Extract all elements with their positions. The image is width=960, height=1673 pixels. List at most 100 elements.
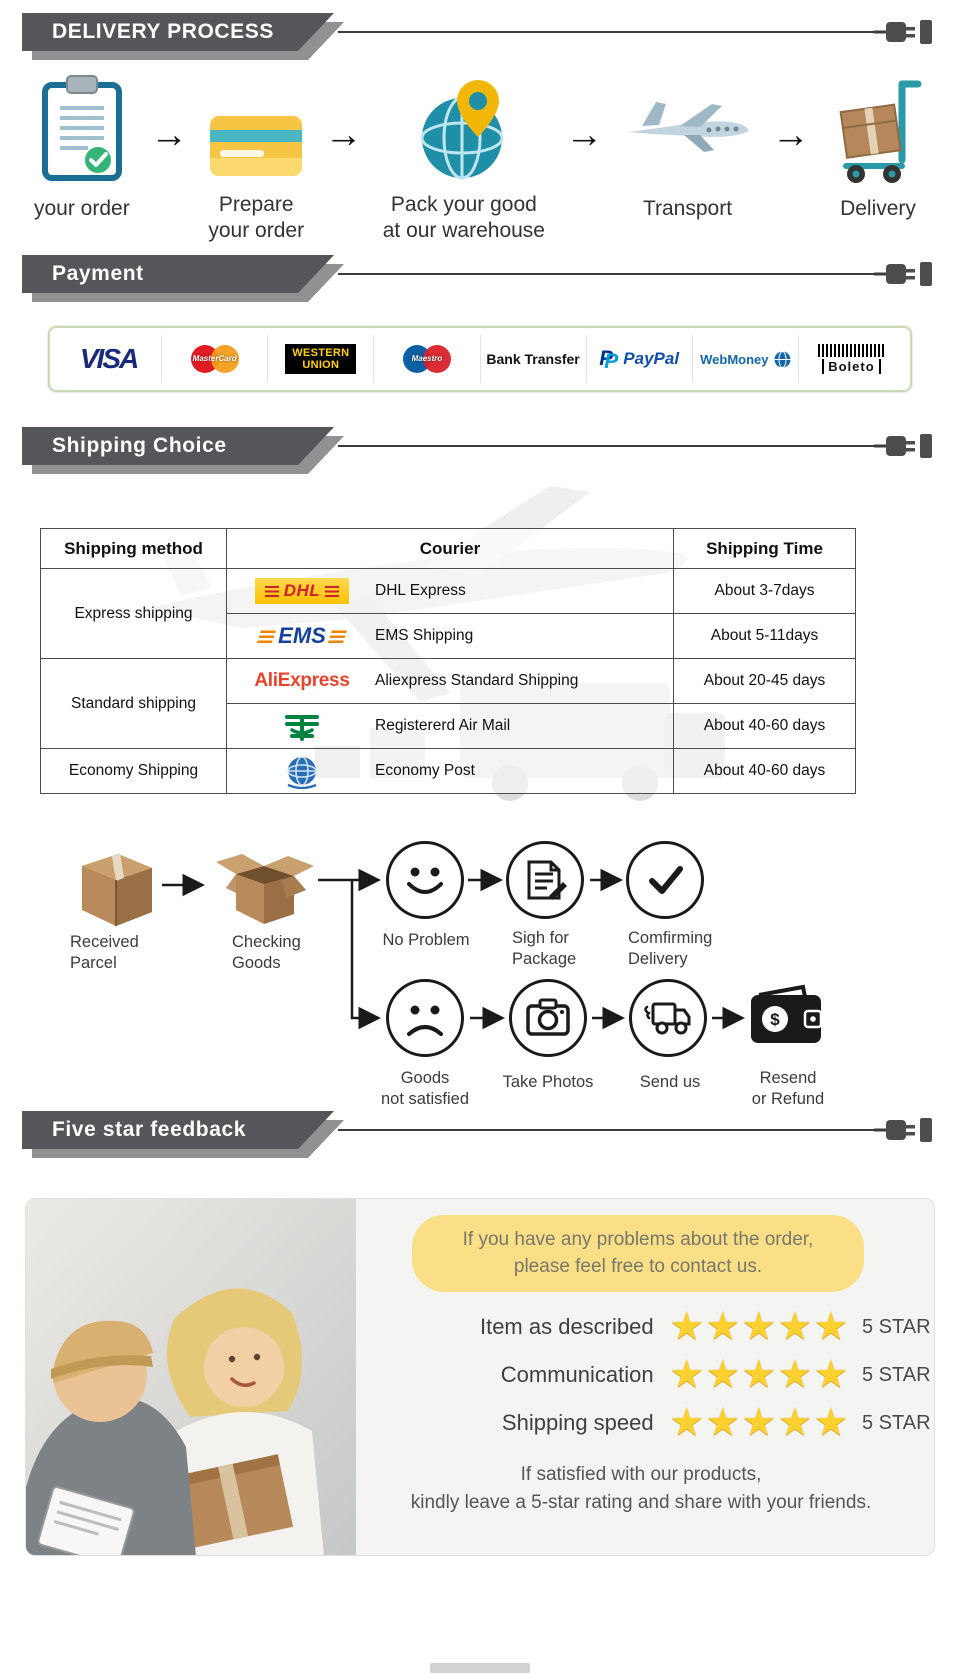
step-pack-warehouse: Pack your good at our warehouse — [383, 66, 545, 244]
payment-boleto: Boleto — [799, 335, 904, 383]
sad-face-icon — [386, 979, 464, 1057]
goods-not-satisfied-label: Goods not satisfied — [380, 1069, 470, 1109]
courier-name: Registererd Air Mail — [375, 717, 511, 734]
take-photos-label: Take Photos — [502, 1073, 594, 1091]
ratings-list: Item as described ★ ★ ★ ★ ★ 5 STAR Commu… — [362, 1303, 934, 1447]
step-label: Transport — [642, 197, 733, 220]
maestro-logo: Maestro — [400, 343, 454, 375]
divider-line — [338, 273, 874, 275]
economy-post-icon — [287, 756, 317, 789]
star-icon: ★ — [777, 1306, 814, 1348]
shipping-time: About 40-60 days — [673, 703, 856, 749]
boleto-logo: Boleto — [818, 344, 885, 374]
star-icon: ★ — [741, 1402, 778, 1444]
arrow-icon: → — [149, 114, 188, 156]
arrow-icon: → — [771, 114, 810, 156]
shipping-choice-title: Shipping Choice — [22, 427, 334, 465]
star-icon: ★ — [669, 1354, 706, 1396]
shipping-time: About 40-60 days — [673, 748, 856, 794]
camera-icon — [509, 979, 587, 1057]
contact-bubble: If you have any problems about the order… — [412, 1215, 864, 1293]
rating-label: Item as described — [479, 1314, 654, 1339]
rating-label: Shipping speed — [501, 1410, 654, 1435]
rating-value: 5 STAR — [862, 1411, 931, 1434]
delivery-process-banner: DELIVERY PROCESS — [22, 12, 944, 52]
feedback-footer-text: If satisfied with our products, kindly l… — [410, 1464, 872, 1513]
shipping-time: About 3-7days — [673, 568, 856, 614]
payment-bank-transfer: Bank Transfer — [481, 335, 587, 383]
payment-western-union: WESTERN UNION — [268, 335, 375, 383]
col-shipping-time: Shipping Time — [673, 528, 856, 569]
courier-name: DHL Express — [375, 582, 466, 599]
payment-webmoney: WebMoney — [693, 335, 799, 383]
banner-flag: Shipping Choice — [22, 427, 334, 465]
payment-title: Payment — [22, 255, 334, 293]
wallet-refund-icon: $ — [751, 984, 823, 1043]
payment-visa: VISA — [56, 335, 163, 383]
western-union-logo: WESTERN UNION — [285, 343, 357, 375]
banner-flag: Five star feedback — [22, 1111, 334, 1149]
method-economy: Economy Shipping — [40, 748, 227, 794]
clipboard-icon — [41, 75, 122, 181]
five-star-feedback-banner: Five star feedback — [22, 1110, 944, 1150]
step-label: Delivery — [840, 197, 916, 220]
mastercard-logo: MasterCard — [188, 343, 242, 375]
arrow-icon: → — [565, 114, 604, 156]
arrow-icon: → — [324, 114, 363, 156]
open-box-icon — [216, 854, 314, 924]
delivery-steps: your order → Prepare your order → — [0, 66, 960, 244]
paypal-icon: P P — [599, 347, 619, 373]
step-label: your order — [34, 197, 130, 220]
dhl-logo: DHL — [255, 578, 349, 604]
courier-name: EMS Shipping — [375, 627, 474, 644]
globe-pin-icon — [420, 79, 504, 179]
rating-row-communication: Communication ★ ★ ★ ★ ★ 5 STAR — [362, 1351, 934, 1399]
sign-document-icon — [506, 841, 584, 919]
step-your-order: your order — [34, 66, 130, 244]
payment-banner: Payment — [22, 254, 944, 294]
star-icon: ★ — [777, 1354, 814, 1396]
cropped-next-section — [430, 1663, 530, 1673]
aliexpress-logo: AliExpress — [254, 670, 350, 691]
star-icon: ★ — [813, 1354, 850, 1396]
sign-for-package-label: Sigh for Package — [512, 929, 577, 969]
shipping-time: About 20-45 days — [673, 658, 856, 704]
feedback-card: If you have any problems about the order… — [25, 1198, 935, 1556]
truck-icon — [629, 979, 707, 1057]
ems-logo: EMS — [257, 623, 347, 649]
payment-maestro: Maestro — [374, 335, 481, 383]
star-icon: ★ — [813, 1402, 850, 1444]
bank-transfer-label: Bank Transfer — [486, 351, 580, 367]
table-row: Registererd Air Mail About 40-60 days — [41, 703, 856, 749]
check-circle-icon — [626, 841, 704, 919]
courier-name: Aliexpress Standard Shipping — [375, 672, 579, 689]
star-icon: ★ — [813, 1306, 850, 1348]
rating-value: 5 STAR — [862, 1363, 931, 1386]
five-stars: ★ ★ ★ ★ ★ — [670, 1308, 850, 1346]
banner-flag: Payment — [22, 255, 334, 293]
barcode-icon — [818, 344, 885, 357]
svg-text:$: $ — [770, 1010, 780, 1029]
delivery-process-title: DELIVERY PROCESS — [22, 13, 334, 51]
star-icon: ★ — [741, 1354, 778, 1396]
received-parcel-label: Received Parcel — [70, 933, 139, 973]
shipping-choice-banner: Shipping Choice — [22, 426, 944, 466]
airplane-icon — [628, 102, 749, 152]
webmoney-logo: WebMoney — [700, 350, 790, 368]
banner-flag: DELIVERY PROCESS — [22, 13, 334, 51]
globe-icon — [774, 350, 790, 368]
credit-card-icon — [210, 115, 303, 176]
col-courier: Courier — [226, 528, 674, 569]
shipping-time: About 5-11days — [673, 613, 856, 659]
resend-refund-label: Resend or Refund — [751, 1069, 825, 1109]
plug-icon — [874, 20, 932, 44]
rating-row-shipping-speed: Shipping speed ★ ★ ★ ★ ★ 5 STAR — [362, 1399, 934, 1447]
star-icon: ★ — [777, 1402, 814, 1444]
star-icon: ★ — [705, 1402, 742, 1444]
table-row: Standard shipping AliExpress Aliexpress … — [40, 658, 856, 749]
paypal-logo: P P PayPal — [599, 347, 680, 373]
shipping-table: Shipping method Courier Shipping Time Ex… — [40, 528, 856, 794]
rating-label: Communication — [500, 1362, 654, 1387]
divider-line — [338, 31, 874, 33]
